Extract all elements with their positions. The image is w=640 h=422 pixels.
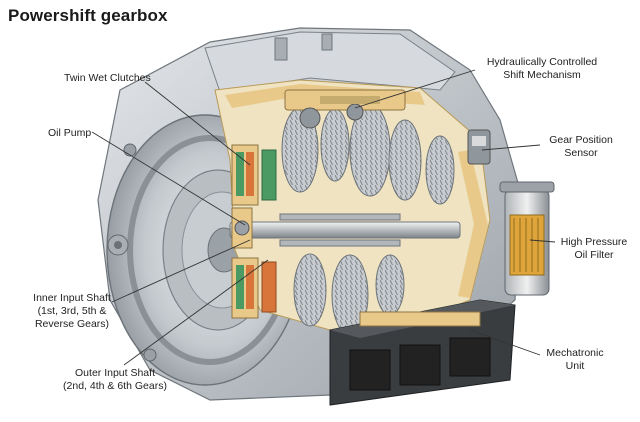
label-inner-input-shaft: Inner Input Shaft (1st, 3rd, 5th & Rever… — [28, 292, 116, 331]
label-gear-position-sensor: Gear Position Sensor — [540, 134, 622, 160]
gear-position-sensor — [467, 129, 491, 165]
label-line: Unit — [565, 360, 585, 372]
leader-lines — [91, 69, 556, 366]
label-line: High Pressure — [560, 236, 628, 248]
label-line: Oil Filter — [574, 249, 614, 261]
oil-filter — [499, 181, 555, 296]
label-high-pressure-oil-filter: High Pressure Oil Filter — [556, 236, 632, 262]
label-hydraulic-shift-mechanism: Hydraulically Controlled Shift Mechanism — [478, 56, 606, 82]
label-line: Outer Input Shaft — [75, 367, 155, 379]
label-line: Hydraulically Controlled — [486, 56, 598, 68]
label-line: Twin Wet Clutches — [64, 72, 151, 84]
label-mechatronic-unit: Mechatronic Unit — [540, 347, 610, 373]
label-line: (1st, 3rd, 5th & — [37, 305, 107, 317]
gear-set — [281, 103, 455, 336]
label-line: Gear Position — [549, 134, 613, 146]
label-line: (2nd, 4th & 6th Gears) — [63, 380, 167, 392]
label-line: Shift Mechanism — [503, 69, 581, 81]
label-line: Sensor — [564, 147, 598, 159]
oil-pump — [231, 207, 253, 249]
label-oil-pump: Oil Pump — [48, 127, 91, 140]
label-outer-input-shaft: Outer Input Shaft (2nd, 4th & 6th Gears) — [52, 367, 178, 393]
shift-mechanism — [284, 89, 406, 129]
label-line: Oil Pump — [48, 127, 92, 139]
label-line: Reverse Gears) — [34, 318, 110, 330]
page-title: Powershift gearbox — [8, 6, 168, 25]
mechatronic-unit — [329, 299, 516, 406]
label-twin-wet-clutches: Twin Wet Clutches — [64, 72, 151, 85]
label-line: Mechatronic — [546, 347, 604, 359]
twin-wet-clutches — [231, 144, 277, 319]
label-line: Inner Input Shaft — [33, 292, 111, 304]
input-shaft — [229, 221, 461, 239]
